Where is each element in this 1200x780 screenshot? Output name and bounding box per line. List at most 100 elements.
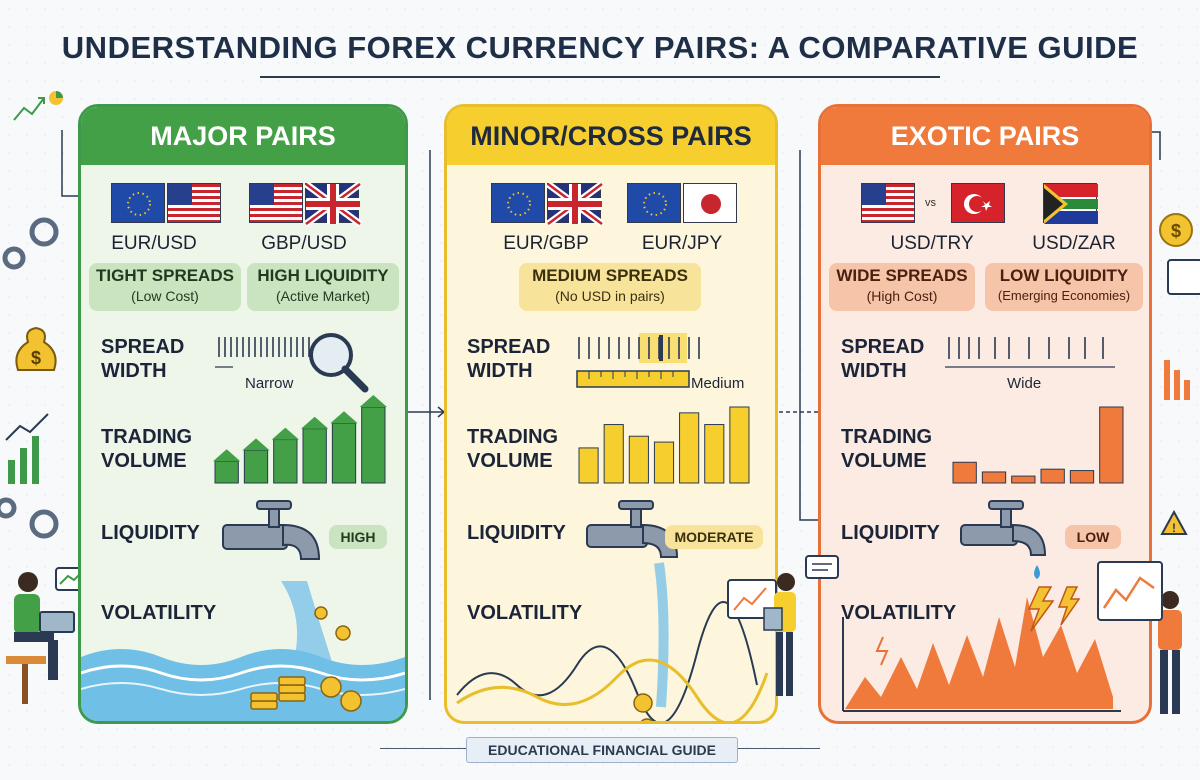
- pill-subtitle: (Low Cost): [131, 288, 199, 304]
- volatility-wave-minor: [456, 562, 769, 721]
- pie-icon: [49, 91, 63, 105]
- lightning-icon: [1027, 586, 1081, 632]
- volume-bar: [273, 439, 298, 484]
- panel-title: EXOTIC PAIRS: [821, 107, 1149, 165]
- ruler-icon: [576, 370, 690, 388]
- volume-bar: [729, 406, 750, 484]
- volume-bar: [1011, 475, 1036, 484]
- liquidity-badge-high: HIGH: [329, 525, 387, 549]
- spread-ticks-wide: [945, 337, 1115, 368]
- warning-icon: !: [1160, 509, 1188, 535]
- water-tap-icon: [960, 500, 1047, 579]
- up-arrow-icon: [271, 427, 299, 440]
- up-arrow-icon: [213, 449, 241, 462]
- volume-bar: [578, 447, 599, 484]
- liquidity-label: LIQUIDITY: [467, 522, 566, 544]
- water-drop-icon: [1034, 565, 1040, 579]
- pill-title: LOW LIQUIDITY: [999, 266, 1129, 285]
- volume-chart-minor: [578, 406, 750, 484]
- uk-flag-icon: [303, 181, 363, 227]
- spread-ticks-medium: [576, 333, 700, 388]
- bar-chart-icon: [5, 413, 49, 484]
- svg-text:$: $: [31, 348, 41, 368]
- spread-caption: Wide: [1007, 375, 1042, 392]
- lightning-icon: [875, 636, 889, 666]
- japan-flag-icon: [683, 183, 737, 223]
- volatility-spikes-exotic: [842, 586, 1121, 712]
- right-decoration: $ !: [1158, 213, 1200, 714]
- uk-flag-icon: [545, 181, 605, 227]
- coin-stack-icon: [250, 606, 362, 712]
- footer-label: EDUCATIONAL FINANCIAL GUIDE: [466, 737, 738, 763]
- up-arrow-icon: [301, 416, 329, 429]
- water-flow-waves: [81, 581, 405, 721]
- coin-icon: $: [1159, 213, 1193, 247]
- us-flag-icon: [167, 183, 221, 223]
- pair-label-eurgbp: EUR/GBP: [503, 233, 589, 254]
- up-arrow-icon: [242, 438, 270, 451]
- volume-bar: [302, 428, 327, 484]
- turkey-flag-icon: [951, 183, 1005, 223]
- volume-bar: [704, 424, 725, 484]
- volatility-label: VOLATILITY: [841, 602, 957, 624]
- spread-caption: Medium: [691, 375, 745, 392]
- liquidity-badge-moderate: MODERATE: [665, 525, 763, 549]
- volume-chart-major: [213, 395, 387, 484]
- pill-title: WIDE SPREADS: [836, 266, 968, 285]
- liquidity-badge-low: LOW: [1065, 525, 1121, 549]
- person-presenting: [1158, 591, 1182, 714]
- gear-icon: [0, 497, 59, 539]
- volume-bar: [679, 412, 700, 484]
- pair-label-eurusd: EUR/USD: [111, 233, 197, 254]
- volume-bar: [1040, 468, 1065, 484]
- high-liquidity-pill: HIGH LIQUIDITY (Active Market): [247, 263, 399, 311]
- pill-subtitle: (High Cost): [866, 288, 938, 304]
- liquidity-label: LIQUIDITY: [841, 522, 940, 544]
- volume-bar: [1069, 470, 1095, 484]
- pill-subtitle: (Active Market): [275, 288, 371, 304]
- tight-spreads-pill: TIGHT SPREADS (Low Cost): [89, 263, 241, 311]
- eu-flag-icon: [627, 183, 681, 223]
- chart-icon: [1167, 259, 1200, 295]
- volume-bar: [628, 435, 649, 484]
- eu-flag-icon: [491, 183, 545, 223]
- up-arrow-icon: [359, 395, 387, 407]
- pill-title: MEDIUM SPREADS: [532, 266, 688, 285]
- page-title: UNDERSTANDING FOREX CURRENCY PAIRS: A CO…: [61, 30, 1139, 65]
- pill-title: HIGH LIQUIDITY: [257, 266, 389, 285]
- pair-label-eurjpy: EUR/JPY: [641, 233, 723, 254]
- up-arrow-icon: [330, 411, 358, 424]
- us-flag-icon: [249, 183, 303, 223]
- volume-bar: [653, 441, 675, 484]
- pill-subtitle: (No USD in pairs): [555, 288, 665, 304]
- volatility-label: VOLATILITY: [467, 602, 583, 624]
- money-bag-icon: $: [15, 326, 57, 371]
- low-liquidity-pill: LOW LIQUIDITY (Emerging Economies): [985, 263, 1143, 311]
- title-underline: [260, 76, 940, 78]
- pill-subtitle: (Emerging Economies): [997, 288, 1131, 303]
- us-flag-icon: [861, 183, 915, 223]
- volume-bar: [331, 422, 357, 484]
- left-decoration: $: [0, 91, 87, 704]
- chart-board-icon: [1097, 561, 1163, 621]
- spread-ticks-narrow: [215, 337, 310, 368]
- pill-title: TIGHT SPREADS: [96, 266, 234, 285]
- eu-flag-icon: [111, 183, 165, 223]
- chat-bubble-icon: [805, 555, 839, 579]
- volume-bar: [952, 461, 977, 484]
- pair-label-usdzar: USD/ZAR: [1032, 233, 1116, 254]
- svg-text:!: !: [1172, 521, 1176, 535]
- volume-bar: [603, 424, 624, 484]
- volume-chart-exotic: [952, 406, 1124, 484]
- volume-bar: [214, 460, 239, 484]
- coin-icon: [633, 693, 654, 721]
- volume-bar: [243, 449, 269, 484]
- exotic-pairs-panel: EXOTIC PAIRS vs USD/TRY USD/ZAR WIDE SPR…: [818, 104, 1152, 724]
- volatility-label: VOLATILITY: [101, 602, 217, 624]
- vs-label: vs: [925, 197, 936, 209]
- minor-pairs-panel: MINOR/CROSS PAIRS EUR/GBP EUR/JPY MEDIUM…: [444, 104, 778, 724]
